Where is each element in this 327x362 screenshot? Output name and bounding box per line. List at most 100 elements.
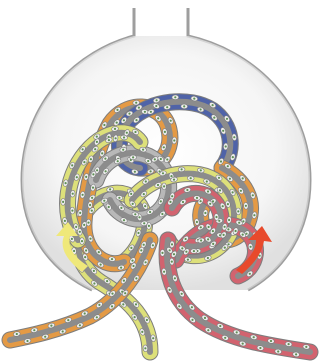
cell-nucleus bbox=[200, 239, 202, 241]
cell-nucleus bbox=[84, 312, 86, 314]
cell-nucleus bbox=[145, 261, 147, 263]
cell-nucleus bbox=[193, 250, 195, 252]
cell-nucleus bbox=[62, 201, 64, 203]
cell-nucleus bbox=[160, 158, 162, 160]
cell-nucleus bbox=[224, 247, 226, 249]
cell-nucleus bbox=[182, 201, 184, 203]
cell-nucleus bbox=[232, 191, 234, 193]
cell-nucleus bbox=[82, 194, 84, 196]
cell-nucleus bbox=[76, 176, 78, 178]
cell-nucleus bbox=[81, 240, 83, 242]
cell-nucleus bbox=[227, 228, 229, 230]
cell-nucleus bbox=[131, 260, 133, 262]
cell-nucleus bbox=[171, 195, 173, 197]
cell-nucleus bbox=[71, 238, 73, 240]
cell-nucleus bbox=[171, 261, 173, 263]
cell-nucleus bbox=[200, 169, 202, 171]
cell-nucleus bbox=[207, 329, 209, 331]
cell-nucleus bbox=[106, 280, 108, 282]
cell-nucleus bbox=[82, 148, 84, 150]
cell-nucleus bbox=[169, 249, 171, 251]
cell-nucleus bbox=[92, 173, 94, 175]
cell-nucleus bbox=[135, 277, 137, 279]
cell-nucleus bbox=[67, 319, 69, 321]
cell-nucleus bbox=[249, 273, 251, 275]
cell-nucleus bbox=[64, 220, 66, 222]
cell-nucleus bbox=[123, 280, 125, 282]
cell-nucleus bbox=[50, 325, 52, 327]
cell-nucleus bbox=[236, 331, 238, 333]
cell-nucleus bbox=[183, 105, 185, 107]
cell-nucleus bbox=[212, 243, 214, 245]
cell-nucleus bbox=[209, 203, 211, 205]
cell-nucleus bbox=[207, 257, 209, 259]
cell-nucleus bbox=[181, 293, 183, 295]
cell-nucleus bbox=[120, 207, 122, 209]
cell-nucleus bbox=[288, 343, 290, 345]
cell-nucleus bbox=[238, 222, 240, 224]
cell-nucleus bbox=[242, 177, 244, 179]
cell-nucleus bbox=[253, 336, 255, 338]
cell-nucleus bbox=[218, 220, 220, 222]
cell-nucleus bbox=[170, 120, 172, 122]
cell-nucleus bbox=[148, 225, 150, 227]
cell-nucleus bbox=[185, 251, 187, 253]
cell-nucleus bbox=[253, 214, 255, 216]
cell-nucleus bbox=[79, 231, 81, 233]
cell-nucleus bbox=[91, 197, 93, 199]
cell-nucleus bbox=[161, 213, 163, 215]
cell-nucleus bbox=[85, 249, 87, 251]
cell-nucleus bbox=[200, 226, 202, 228]
cell-nucleus bbox=[141, 331, 143, 333]
cell-nucleus bbox=[72, 193, 74, 195]
cell-nucleus bbox=[259, 347, 261, 349]
cell-nucleus bbox=[150, 111, 152, 113]
cell-nucleus bbox=[134, 213, 136, 215]
cell-nucleus bbox=[135, 119, 137, 121]
cell-nucleus bbox=[187, 259, 189, 261]
cell-nucleus bbox=[33, 329, 35, 331]
cell-nucleus bbox=[242, 234, 244, 236]
cell-nucleus bbox=[225, 145, 227, 147]
cell-nucleus bbox=[185, 238, 187, 240]
cell-nucleus bbox=[212, 230, 214, 232]
cell-nucleus bbox=[252, 194, 254, 196]
cell-nucleus bbox=[116, 109, 118, 111]
cell-nucleus bbox=[227, 165, 229, 167]
cell-nucleus bbox=[173, 253, 175, 255]
cell-nucleus bbox=[144, 111, 146, 113]
cell-nucleus bbox=[173, 179, 175, 181]
cell-nucleus bbox=[94, 148, 96, 150]
cell-nucleus bbox=[93, 270, 95, 272]
cell-nucleus bbox=[71, 164, 73, 166]
cell-nucleus bbox=[228, 219, 230, 221]
cell-nucleus bbox=[135, 303, 137, 305]
cell-nucleus bbox=[96, 141, 98, 143]
cell-nucleus bbox=[111, 305, 113, 307]
cell-nucleus bbox=[169, 201, 171, 203]
cell-nucleus bbox=[90, 158, 92, 160]
cell-nucleus bbox=[114, 128, 116, 130]
cell-nucleus bbox=[154, 158, 156, 160]
cell-nucleus bbox=[122, 303, 124, 305]
cell-nucleus bbox=[123, 219, 125, 221]
cell-nucleus bbox=[92, 187, 94, 189]
cell-nucleus bbox=[124, 292, 126, 294]
cell-nucleus bbox=[240, 190, 242, 192]
cell-nucleus bbox=[200, 108, 202, 110]
cell-nucleus bbox=[75, 226, 77, 228]
cell-nucleus bbox=[222, 205, 224, 207]
cell-nucleus bbox=[166, 106, 168, 108]
cell-nucleus bbox=[155, 105, 157, 107]
cell-nucleus bbox=[134, 316, 136, 318]
cell-nucleus bbox=[138, 216, 140, 218]
cell-nucleus bbox=[111, 258, 113, 260]
cell-nucleus bbox=[227, 203, 229, 205]
cell-nucleus bbox=[140, 249, 142, 251]
cell-nucleus bbox=[143, 222, 145, 224]
cell-nucleus bbox=[130, 247, 132, 249]
cell-nucleus bbox=[149, 211, 151, 213]
cell-nucleus bbox=[270, 340, 272, 342]
cell-nucleus bbox=[204, 317, 206, 319]
